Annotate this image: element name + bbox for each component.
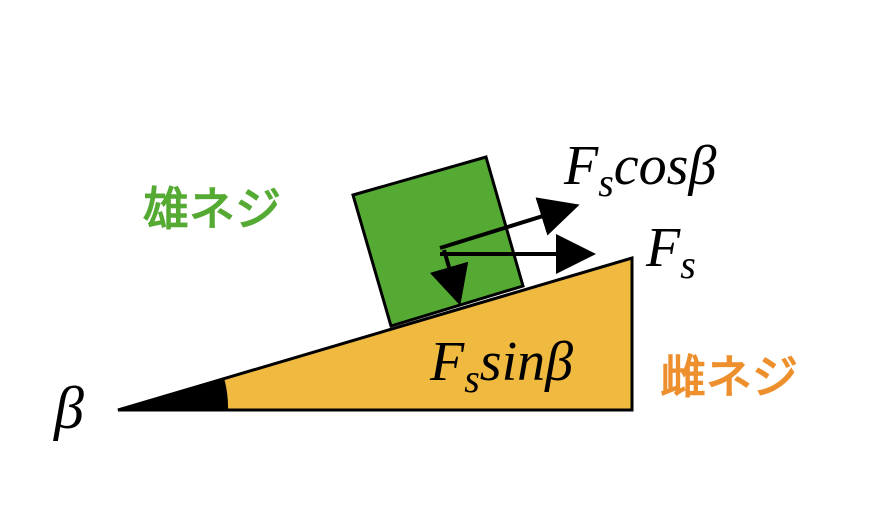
fs-cos-main: F xyxy=(563,135,599,197)
wedge xyxy=(117,255,634,412)
fs-main: F xyxy=(645,217,681,279)
angle-marker xyxy=(118,378,229,410)
fs-sin-func: sinβ xyxy=(480,331,573,393)
label-beta: β xyxy=(53,375,84,441)
fs-sin-main: F xyxy=(429,331,465,393)
arrow-fs-sin xyxy=(429,249,469,306)
fs-cos-func: cosβ xyxy=(614,135,717,197)
label-fs-cos: Fscosβ xyxy=(563,135,716,205)
label-fs-sin: Fssinβ xyxy=(429,331,573,401)
arrow-fs-cos xyxy=(439,197,580,250)
label-female-screw: 雌ネジ xyxy=(660,350,798,404)
fs-sub: s xyxy=(680,242,696,287)
label-fs: Fs xyxy=(645,217,696,287)
label-male-screw: 雄ネジ xyxy=(143,182,281,236)
fs-cos-sub: s xyxy=(598,160,614,205)
fs-sin-sub: s xyxy=(464,356,480,401)
block xyxy=(351,155,525,328)
